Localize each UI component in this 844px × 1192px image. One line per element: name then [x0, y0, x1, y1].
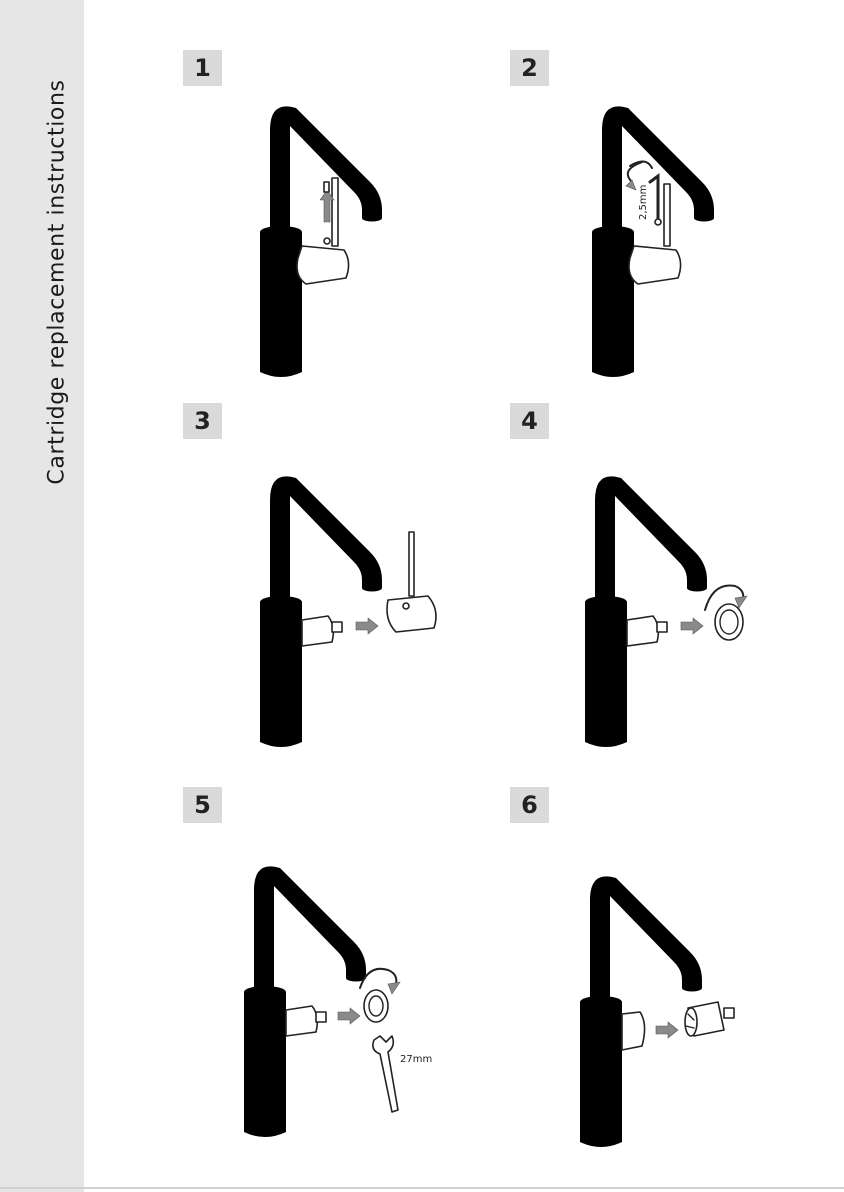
lever-rod [664, 184, 670, 246]
step-5-badge: 5 [183, 787, 222, 823]
sidebar-title: Cartridge replacement instructions [45, 79, 70, 484]
step-1-illustration [258, 100, 398, 390]
step-6-badge: 6 [510, 787, 549, 823]
wrench-size: 27mm [400, 1054, 432, 1065]
exposed-cartridge [302, 616, 333, 646]
sidebar: Cartridge replacement instructions [0, 0, 84, 1192]
lever-handle [297, 246, 349, 284]
lever-handle [629, 246, 681, 284]
step-2-illustration: 2,5mm [590, 100, 740, 390]
allen-key-size: 2,5mm [638, 185, 649, 220]
removed-rod [409, 532, 414, 596]
removed-handle [387, 596, 436, 632]
exposed-cartridge [627, 616, 658, 646]
pull-arrow-icon [338, 1008, 360, 1024]
step-6-illustration [578, 870, 778, 1160]
empty-housing [622, 1012, 645, 1050]
unscrew-arrow-icon [388, 982, 400, 994]
screw [324, 238, 330, 244]
step-5-illustration: 27mm [242, 860, 462, 1150]
page-bottom-rule [0, 1187, 844, 1189]
exposed-cartridge [286, 1006, 317, 1036]
pull-arrow-icon [681, 618, 703, 634]
step-4-illustration [583, 470, 773, 760]
step-4-badge: 4 [510, 403, 549, 439]
wrench-icon [373, 1036, 398, 1112]
pull-arrow-icon [356, 618, 378, 634]
cartridge-stem [332, 622, 342, 632]
pull-arrow-icon [656, 1022, 678, 1038]
allen-key-icon [650, 176, 658, 224]
screw [655, 219, 661, 225]
retaining-nut [364, 990, 388, 1022]
lever-rod [332, 178, 338, 246]
step-3-badge: 3 [183, 403, 222, 439]
step-1-badge: 1 [183, 50, 222, 86]
rotate-arrow-icon [626, 180, 636, 190]
step-3-illustration [258, 470, 448, 760]
step-2-badge: 2 [510, 50, 549, 86]
